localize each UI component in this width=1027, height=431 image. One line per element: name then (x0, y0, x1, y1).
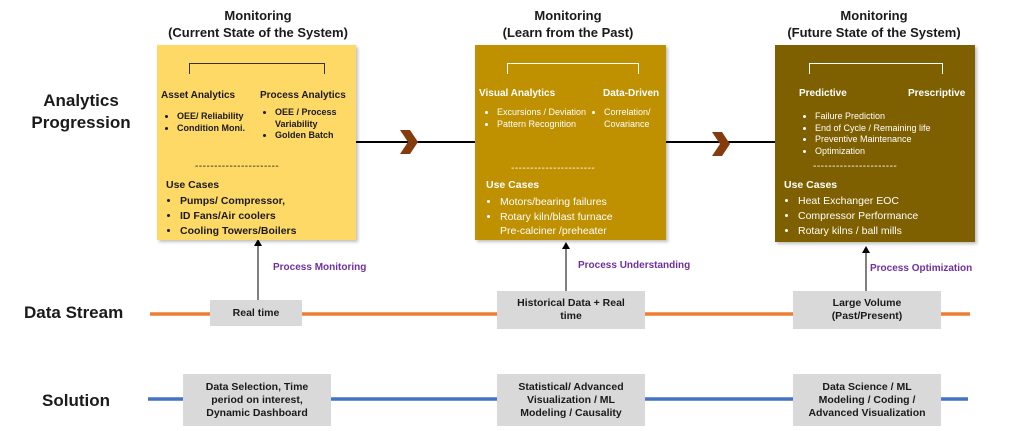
list-item: OEE / Process Variability (275, 107, 365, 130)
solution-box-3: Data Science / ML Modeling / Coding / Ad… (793, 374, 941, 426)
use-cases-list: Heat Exchanger EOC Compressor Performanc… (784, 194, 986, 239)
list-item: End of Cycle / Remaining life (815, 123, 987, 135)
asset-analytics-list: OEE/ Reliability Condition Moni. (163, 111, 273, 134)
stage-1-title: Monitoring(Current State of the System) (168, 8, 348, 40)
link-label-process-understanding: Process Understanding (578, 260, 691, 271)
list-item: Compressor Performance (798, 209, 986, 224)
process-analytics-header: Process Analytics (260, 90, 346, 101)
list-item: Optimization (815, 146, 987, 158)
list-item: Correlation/ Covariance (604, 107, 680, 130)
use-cases-list: Motors/bearing failures Rotary kiln/blas… (486, 195, 676, 225)
predictive-list: Failure Prediction End of Cycle / Remain… (801, 111, 987, 157)
stage-2-card: Visual Analytics Data-Driven Excursions … (475, 45, 666, 240)
list-item: Rotary kiln/blast furnace (500, 210, 676, 225)
data-stream-box-real-time: Real time (210, 300, 302, 326)
data-driven-list: Correlation/ Covariance (590, 107, 680, 130)
list-item: Pattern Recognition (497, 119, 587, 131)
link-label-process-monitoring: Process Monitoring (273, 262, 367, 273)
bracket (507, 63, 639, 74)
visual-analytics-list: Excursions / Deviation Pattern Recogniti… (483, 107, 587, 130)
separator: ---------------------- (813, 161, 898, 172)
asset-analytics-header: Asset Analytics (161, 90, 236, 101)
chevron-2-icon (712, 132, 730, 156)
use-case-continuation: Pre-calciner /preheater (500, 225, 607, 237)
use-cases-list: Pumps/ Compressor, ID Fans/Air coolers C… (166, 194, 366, 239)
row-label-data-stream: Data Stream (24, 303, 124, 322)
chevron-1-icon (400, 130, 418, 154)
arrow-up-icon (862, 246, 870, 253)
bracket (809, 63, 943, 74)
data-stream-box-historical: Historical Data + Real time (497, 291, 645, 329)
list-item: Motors/bearing failures (500, 195, 676, 210)
row-label-analytics: Analytics Progression (31, 91, 131, 132)
arrow-up-icon (254, 239, 262, 246)
solution-box-1: Data Selection, Time period on interest,… (183, 374, 331, 426)
arrow-up-icon (562, 242, 570, 249)
list-item: Excursions / Deviation (497, 107, 587, 119)
list-item: Rotary kilns / ball mills (798, 224, 986, 239)
stage-3-title: Monitoring(Future State of the System) (787, 8, 961, 40)
separator: ---------------------- (195, 161, 280, 172)
list-item: OEE/ Reliability (177, 111, 273, 123)
list-item: ID Fans/Air coolers (180, 209, 366, 224)
use-cases-title: Use Cases (784, 179, 838, 191)
list-item: Condition Moni. (177, 123, 273, 135)
visual-analytics-header: Visual Analytics (479, 88, 556, 99)
process-analytics-list: OEE / Process Variability Golden Batch (261, 107, 365, 142)
row-label-solution: Solution (42, 391, 110, 410)
list-item: Failure Prediction (815, 111, 987, 123)
data-stream-box-large-volume: Large Volume (Past/Present) (793, 291, 941, 329)
stage-3-card: Predictive Prescriptive Failure Predicti… (775, 45, 975, 242)
list-item: Cooling Towers/Boilers (180, 224, 366, 239)
predictive-header: Predictive (799, 88, 847, 99)
list-item: Preventive Maintenance (815, 134, 987, 146)
use-cases-title: Use Cases (166, 179, 220, 191)
list-item: Heat Exchanger EOC (798, 194, 986, 209)
list-item: Pumps/ Compressor, (180, 194, 366, 209)
prescriptive-header: Prescriptive (908, 88, 966, 99)
solution-box-2: Statistical/ Advanced Visualization / ML… (497, 374, 645, 426)
stage-1-card: Asset Analytics Process Analytics OEE/ R… (157, 45, 356, 240)
link-label-process-optimization: Process Optimization (870, 263, 973, 274)
bracket (189, 63, 325, 74)
data-driven-header: Data-Driven (603, 88, 660, 99)
use-cases-title: Use Cases (486, 179, 540, 191)
list-item: Golden Batch (275, 130, 365, 142)
stage-2-title: Monitoring(Learn from the Past) (502, 8, 634, 40)
separator: ---------------------- (511, 163, 596, 174)
